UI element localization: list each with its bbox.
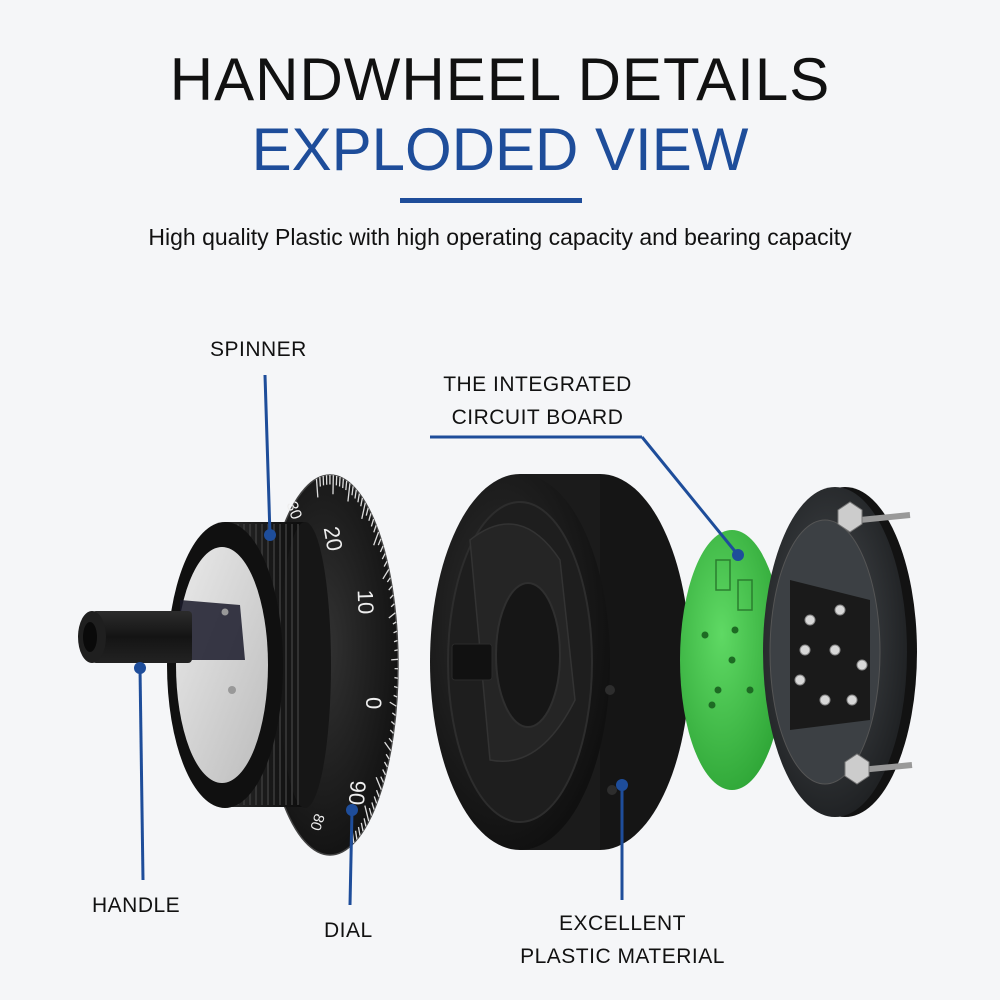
dial-tick bbox=[385, 753, 390, 760]
dial-tick bbox=[389, 594, 394, 599]
dial-tick bbox=[383, 561, 388, 567]
dial-tick bbox=[380, 776, 385, 783]
label-handle: HANDLE bbox=[92, 894, 181, 917]
dial-number-0: 0 bbox=[361, 697, 386, 709]
dial-number-10: 10 bbox=[353, 589, 379, 614]
title-divider bbox=[400, 198, 582, 203]
dial-number-90: 90 bbox=[344, 780, 371, 807]
label-circuit-board: THE INTEGRATED CIRCUIT BOARD bbox=[410, 368, 665, 434]
dial-tick bbox=[351, 486, 354, 496]
title-exploded-view: EXPLODED VIEW bbox=[251, 116, 749, 183]
dial-tick bbox=[386, 577, 391, 583]
label-circuit-line2: CIRCUIT BOARD bbox=[451, 406, 624, 429]
spinner-knob bbox=[167, 522, 331, 808]
label-material-line2: PLASTIC MATERIAL bbox=[520, 945, 725, 968]
dial-tick bbox=[354, 489, 357, 499]
dial-tick bbox=[373, 531, 380, 546]
dial-tick bbox=[338, 477, 341, 487]
dial-tick bbox=[394, 649, 398, 652]
label-material: EXCELLENT PLASTIC MATERIAL bbox=[490, 907, 755, 973]
dial-tick bbox=[375, 777, 382, 791]
leader-dots bbox=[134, 529, 744, 816]
dial-tick bbox=[373, 525, 377, 533]
dial-tick bbox=[368, 513, 372, 521]
label-material-line1: EXCELLENT bbox=[558, 912, 687, 935]
dial-tick bbox=[388, 737, 393, 743]
dial-tick bbox=[377, 538, 382, 546]
dial-number-30: 30 bbox=[282, 499, 304, 522]
dial-tick bbox=[345, 480, 348, 491]
dial-tick bbox=[357, 493, 361, 503]
title-handwheel-details: HANDWHEEL DETAILS bbox=[169, 46, 831, 113]
dial-tick bbox=[357, 826, 361, 836]
subtitle: High quality Plastic with high operating… bbox=[148, 224, 852, 250]
handle bbox=[78, 611, 192, 663]
dial-tick bbox=[384, 741, 392, 752]
dial-tick bbox=[383, 761, 388, 768]
dial-tick bbox=[371, 802, 375, 810]
dial-numbers: 30 20 10 0 90 80 bbox=[282, 499, 386, 832]
dial-tick bbox=[379, 545, 384, 553]
leader-lines bbox=[138, 374, 740, 906]
dial-tick bbox=[375, 789, 380, 797]
dial-tick bbox=[390, 603, 395, 608]
dial-tick bbox=[364, 805, 370, 822]
dial-tick bbox=[389, 701, 397, 707]
dial-tick bbox=[393, 630, 398, 634]
dial-tick bbox=[393, 639, 398, 643]
dial-tick bbox=[319, 477, 321, 487]
dial-tick bbox=[373, 796, 378, 804]
label-dial: DIAL bbox=[324, 919, 373, 942]
dial-tick bbox=[368, 807, 373, 816]
label-spinner: SPINNER bbox=[210, 338, 307, 361]
base-plate bbox=[763, 487, 917, 817]
dial-tick bbox=[391, 658, 399, 661]
dial-tick bbox=[347, 483, 351, 502]
label-circuit-line1: THE INTEGRATED bbox=[443, 373, 632, 396]
dial-tick bbox=[363, 818, 367, 827]
dial-tick bbox=[393, 694, 398, 698]
dial-tick bbox=[382, 769, 387, 776]
dial-tick bbox=[365, 507, 369, 516]
dial-tick bbox=[315, 478, 319, 498]
dial-tick bbox=[354, 830, 358, 840]
dial-tick bbox=[388, 585, 393, 591]
dial-tick bbox=[390, 721, 396, 725]
dial-tick bbox=[391, 712, 396, 716]
dial-tick bbox=[370, 518, 375, 527]
dial-tick bbox=[393, 685, 398, 689]
dial-tick bbox=[388, 612, 396, 619]
dial-tick bbox=[392, 621, 397, 625]
dial-tick bbox=[360, 497, 364, 507]
dial-tick bbox=[389, 729, 394, 734]
circuit-board bbox=[680, 530, 784, 790]
dial-tick bbox=[382, 569, 390, 580]
dial-number-20: 20 bbox=[319, 525, 348, 553]
dial-tick bbox=[381, 553, 386, 560]
encoder-housing bbox=[430, 474, 690, 850]
dial-ticks bbox=[315, 474, 399, 844]
dial-number-80: 80 bbox=[306, 811, 327, 832]
dial-tick bbox=[360, 822, 364, 832]
dial-tick bbox=[394, 676, 398, 679]
dial-tick bbox=[361, 502, 366, 520]
dial-tick bbox=[342, 478, 345, 489]
